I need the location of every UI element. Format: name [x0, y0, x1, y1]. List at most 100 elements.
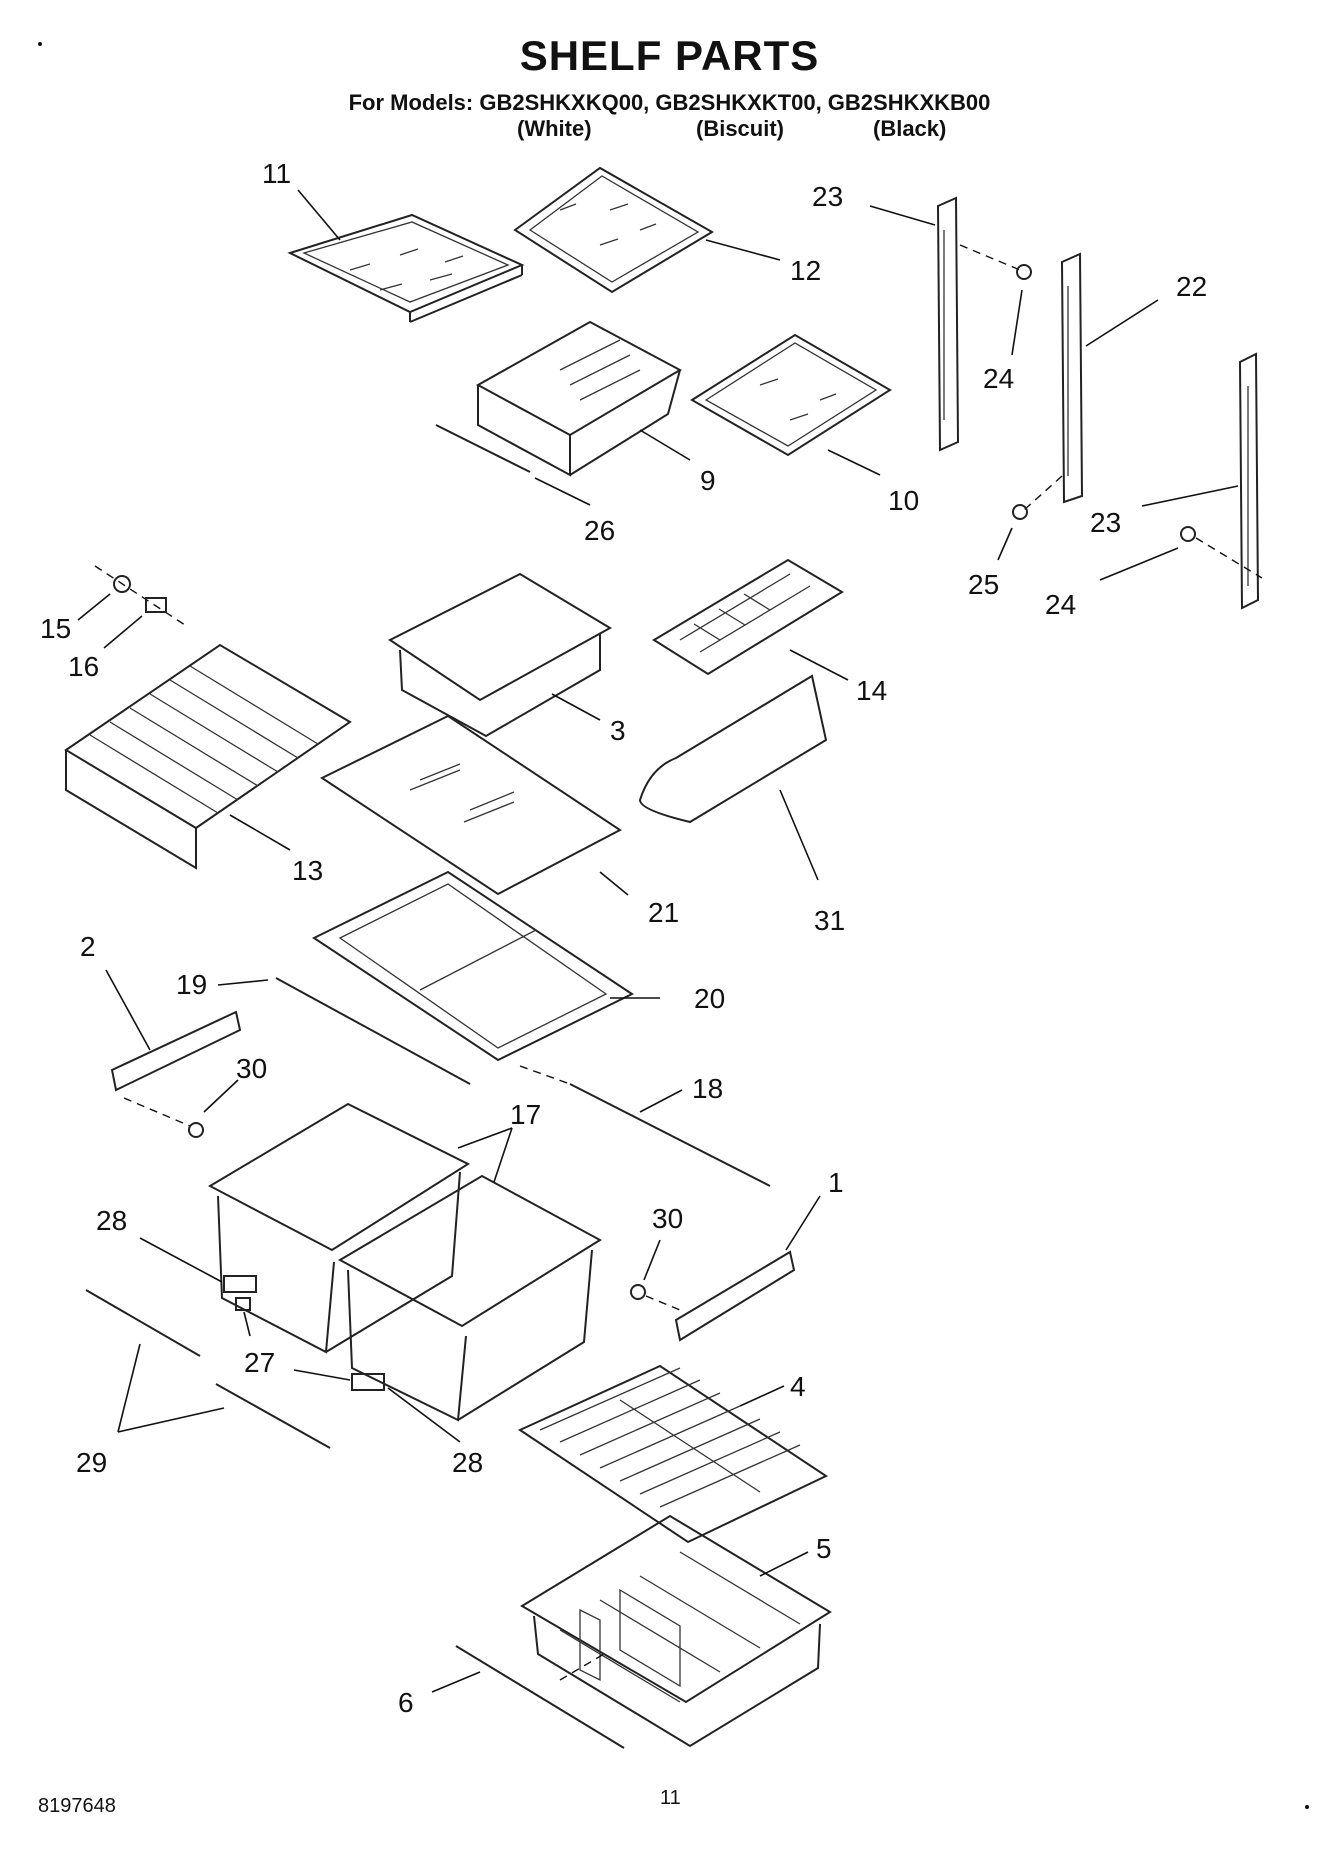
callout-9: 9 [700, 465, 716, 496]
leader-2 [105, 969, 151, 1051]
callout-29: 29 [76, 1447, 107, 1478]
part-5-wire-basket [520, 1514, 832, 1748]
leader-16 [103, 615, 143, 649]
callout-18: 18 [692, 1073, 723, 1104]
color-black: (Black) [873, 116, 947, 141]
leader-24b [1099, 547, 1179, 581]
part-17-bin-left [207, 1102, 471, 1354]
part-9-drawer [475, 320, 683, 477]
callout-12: 12 [790, 255, 821, 286]
leader-10 [827, 449, 881, 476]
document-number: 8197648 [38, 1795, 116, 1817]
page-title: SHELF PARTS [519, 32, 820, 79]
leader-17a [457, 1127, 513, 1149]
leader-23b [1141, 485, 1239, 507]
leader-29b [117, 1407, 225, 1433]
callout-17: 17 [510, 1099, 541, 1130]
part-28-clip-left [223, 1275, 257, 1293]
part-18-rod [519, 1065, 771, 1187]
leader-21 [599, 871, 629, 896]
part-1-bracket [674, 1250, 796, 1342]
callout-4: 4 [790, 1371, 806, 1402]
part-11-shelf [287, 213, 525, 323]
part-31-deflector [638, 674, 828, 824]
leader-30a [203, 1079, 239, 1113]
callout-25: 25 [968, 569, 999, 600]
leader-30b [643, 1239, 661, 1281]
leader-4 [739, 1385, 785, 1407]
leader-27a [243, 1311, 251, 1337]
part-29-trim-upper [85, 1289, 201, 1357]
callout-14: 14 [856, 675, 887, 706]
leader-9 [639, 429, 691, 461]
callout-28b: 28 [452, 1447, 483, 1478]
callout-19: 19 [176, 969, 207, 1000]
leader-29a [117, 1343, 141, 1433]
part-24-screw-top [959, 244, 1032, 280]
leader-1 [785, 1195, 821, 1251]
callout-11: 11 [262, 158, 291, 189]
part-22-ladder [1060, 252, 1084, 504]
page-number: 11 [660, 1787, 681, 1809]
part-4-wire-shelf [517, 1364, 829, 1544]
callout-28a: 28 [96, 1205, 127, 1236]
callout-6: 6 [398, 1687, 414, 1718]
leader-14 [789, 649, 849, 681]
part-12-shelf [513, 166, 714, 294]
leader-3 [551, 693, 601, 721]
leader-5 [759, 1551, 809, 1577]
leader-12 [705, 239, 781, 261]
part-25-screw [1012, 475, 1063, 520]
leader-31 [779, 789, 819, 881]
callout-22: 22 [1176, 271, 1207, 302]
leader-22 [1085, 299, 1159, 347]
callout-5: 5 [816, 1533, 832, 1564]
part-16-screw [145, 597, 167, 613]
part-23-ladder-right [1238, 352, 1260, 610]
part-27-clip-lower [351, 1373, 385, 1391]
callout-24b: 24 [1045, 589, 1076, 620]
part-27-clip-upper [235, 1297, 251, 1311]
callout-27: 27 [244, 1347, 275, 1378]
part-2-bracket [110, 1010, 242, 1092]
callout-23b: 23 [1090, 507, 1121, 538]
leader-15 [77, 593, 111, 621]
callout-30a: 30 [236, 1053, 267, 1084]
callout-30b: 30 [652, 1203, 683, 1234]
callout-26: 26 [584, 515, 615, 546]
corner-mark-bottom [1305, 1805, 1309, 1809]
callout-10: 10 [888, 485, 919, 516]
part-23-ladder-left [936, 196, 960, 452]
color-biscuit: (Biscuit) [696, 116, 784, 141]
callout-13: 13 [292, 855, 323, 886]
part-10-shelf [690, 333, 892, 457]
callout-16: 16 [68, 651, 99, 682]
part-19-trim [275, 977, 471, 1085]
callout-23a: 23 [812, 181, 843, 212]
callout-21: 21 [648, 897, 679, 928]
part-3-pan [388, 572, 613, 738]
leader-11 [297, 189, 341, 241]
part-21-glass [319, 714, 622, 896]
models-line: For Models: GB2SHKXKQ00, GB2SHKXKT00, GB… [348, 90, 991, 115]
leader-23a [869, 205, 936, 226]
part-26-trim [435, 424, 531, 473]
part-13-wire-shelf [64, 643, 352, 870]
leader-26 [534, 477, 591, 506]
leader-25 [997, 527, 1013, 561]
callout-2: 2 [80, 931, 96, 962]
leader-24a [1011, 289, 1023, 356]
part-6-trim [455, 1645, 625, 1749]
callout-1: 1 [828, 1167, 844, 1198]
callout-3: 3 [610, 715, 626, 746]
leader-18 [639, 1089, 683, 1113]
callout-31: 31 [814, 905, 845, 936]
part-29-trim-lower [215, 1383, 331, 1449]
corner-mark-top [38, 42, 42, 46]
part-17-bin-right [337, 1174, 602, 1422]
callout-20: 20 [694, 983, 725, 1014]
part-30-screw-left [123, 1097, 204, 1138]
leader-17b [493, 1127, 513, 1183]
leader-28a [139, 1237, 223, 1283]
